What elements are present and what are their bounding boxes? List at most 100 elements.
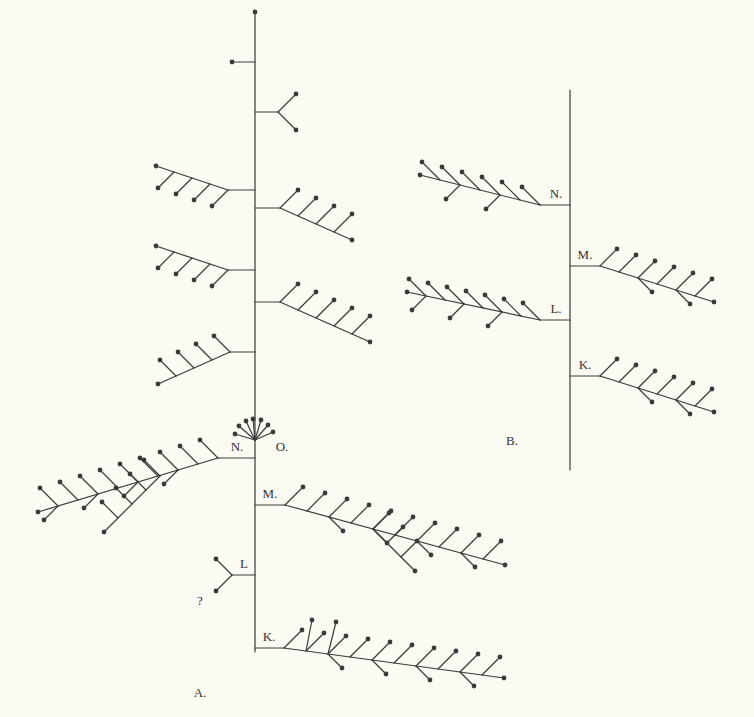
- branch-line: [84, 494, 98, 508]
- branch-line: [438, 651, 456, 669]
- branch-tip: [502, 676, 507, 681]
- branch-tip: [433, 521, 438, 526]
- branch-tip: [259, 418, 264, 423]
- branch-line: [228, 189, 255, 190]
- branch-line: [638, 278, 652, 292]
- branch-tip: [502, 297, 507, 302]
- branch-line: [461, 535, 479, 553]
- branch-line: [158, 252, 174, 268]
- branch-line: [216, 559, 232, 575]
- branch-line: [232, 61, 255, 62]
- branch-line: [255, 504, 285, 505]
- branch-line: [218, 457, 255, 458]
- branch-tip: [473, 565, 478, 570]
- part-label: O.: [275, 440, 290, 453]
- branch-line: [329, 499, 347, 517]
- branch-line: [442, 167, 460, 185]
- branch-line: [255, 301, 280, 302]
- branch-tip: [411, 515, 416, 520]
- branch-line: [447, 287, 464, 304]
- branch-line: [176, 258, 192, 274]
- branch-line: [158, 172, 174, 188]
- branch-tip: [401, 525, 406, 530]
- part-label: L.: [549, 302, 562, 315]
- branch-tip: [102, 530, 107, 535]
- branch-tip: [432, 646, 437, 651]
- part-label: L: [239, 557, 249, 570]
- branch-line: [334, 308, 352, 326]
- branch-line: [619, 255, 636, 272]
- branch-line: [352, 316, 370, 334]
- branch-line: [255, 207, 280, 208]
- branch-tip: [428, 678, 433, 683]
- branch-tip: [384, 672, 389, 677]
- branch-line: [600, 249, 617, 266]
- branch-tip: [503, 563, 508, 568]
- branch-line: [158, 352, 230, 384]
- branch-tip: [368, 314, 373, 319]
- branch-tip: [415, 539, 420, 544]
- branch-tip: [244, 419, 249, 424]
- branch-tip: [210, 204, 215, 209]
- branch-tip: [634, 253, 639, 258]
- branch-tip: [100, 500, 105, 505]
- branch-line: [144, 460, 160, 476]
- branch-line: [230, 351, 255, 352]
- branch-tip: [440, 165, 445, 170]
- branch-line: [412, 296, 426, 310]
- branch-line: [387, 527, 403, 543]
- branch-line: [460, 672, 474, 686]
- branch-tip: [650, 290, 655, 295]
- branch-line: [285, 487, 303, 505]
- branch-line: [638, 371, 655, 388]
- branch-tip: [520, 185, 525, 190]
- branch-line: [194, 184, 210, 200]
- branch-tip: [156, 186, 161, 191]
- branch-line: [178, 352, 194, 368]
- branch-tip: [500, 180, 505, 185]
- branch-tip: [445, 285, 450, 290]
- branch-line: [216, 575, 232, 591]
- branch-tip: [418, 173, 423, 178]
- part-label: K.: [578, 358, 593, 371]
- branch-line: [160, 360, 176, 376]
- branch-line: [460, 654, 478, 672]
- branch-tip: [230, 60, 235, 65]
- branch-tip: [294, 92, 299, 97]
- branch-line: [466, 291, 483, 308]
- branch-line: [200, 440, 218, 458]
- branch-line: [102, 502, 118, 518]
- branch-line: [280, 302, 370, 342]
- branch-tip: [448, 316, 453, 321]
- branch-tip: [464, 289, 469, 294]
- branch-line: [130, 474, 146, 490]
- branch-line: [124, 482, 138, 496]
- branch-tip: [429, 553, 434, 558]
- branch-tip: [368, 340, 373, 345]
- branch-tip: [301, 485, 306, 490]
- branch-line: [657, 267, 674, 284]
- branch-tip: [499, 539, 504, 544]
- branch-tip: [410, 643, 415, 648]
- branch-tip: [413, 569, 418, 574]
- branch-line: [428, 283, 445, 300]
- branch-line: [38, 458, 218, 512]
- branch-line: [194, 264, 210, 280]
- branch-tip: [174, 272, 179, 277]
- branch-line: [461, 553, 475, 567]
- branch-tip: [300, 628, 305, 633]
- branch-line: [298, 292, 316, 310]
- branch-tip: [322, 631, 327, 636]
- branch-tip: [340, 666, 345, 671]
- branch-tip: [266, 423, 271, 428]
- branch-tip: [672, 375, 677, 380]
- branch-line: [284, 630, 302, 648]
- branch-tip: [460, 170, 465, 175]
- branch-tip: [210, 284, 215, 289]
- branch-line: [540, 204, 570, 205]
- branch-line: [569, 90, 570, 470]
- branch-tip: [367, 503, 372, 508]
- branch-tip: [294, 128, 299, 133]
- branch-line: [329, 517, 343, 531]
